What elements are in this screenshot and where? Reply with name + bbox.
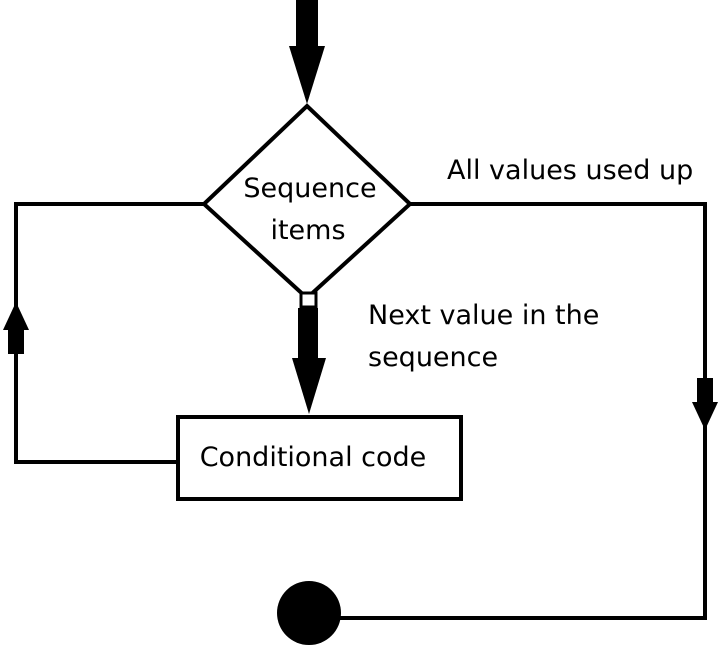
process-label: Conditional code xyxy=(200,442,427,473)
next-value-arrow xyxy=(292,308,326,414)
end-terminal-circle xyxy=(277,581,341,645)
decision-label-line2: items xyxy=(270,215,345,246)
loop-back-arrow xyxy=(3,302,29,354)
loop-back-line xyxy=(14,202,204,464)
entry-arrow xyxy=(289,0,325,104)
exit-line xyxy=(340,202,707,620)
exit-label: All values used up xyxy=(447,155,693,186)
process-box xyxy=(176,415,463,501)
connector-square xyxy=(299,291,318,309)
exit-arrow xyxy=(692,378,718,430)
decision-label-line1: Sequence xyxy=(243,173,376,204)
next-value-label-line2: sequence xyxy=(368,342,498,373)
next-value-label-line1: Next value in the xyxy=(368,300,599,331)
